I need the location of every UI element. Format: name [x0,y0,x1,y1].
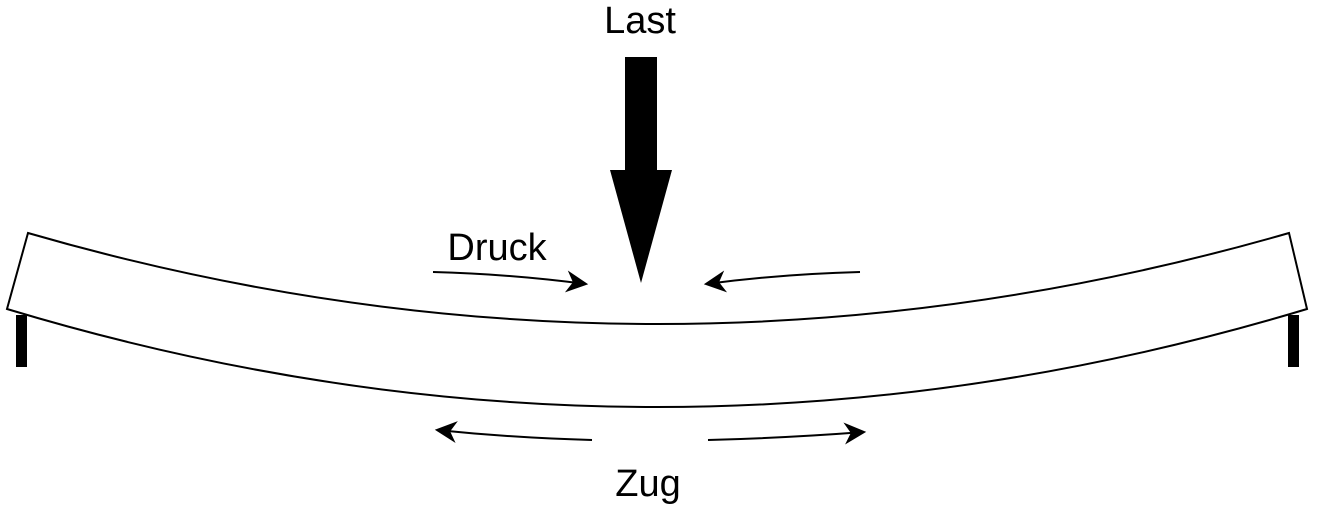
compression-arrow-right [703,270,861,293]
compression-label: Druck [447,227,547,269]
tension-label: Zug [615,463,680,505]
bent-beam [5,231,1309,408]
tension-arrow-left [434,421,593,443]
right-support [1288,315,1299,367]
load-label: Last [604,0,676,42]
tension-arrow-right [707,422,867,445]
load-arrow [610,57,672,283]
compression-arrow-left [432,270,589,293]
left-support [16,315,27,367]
